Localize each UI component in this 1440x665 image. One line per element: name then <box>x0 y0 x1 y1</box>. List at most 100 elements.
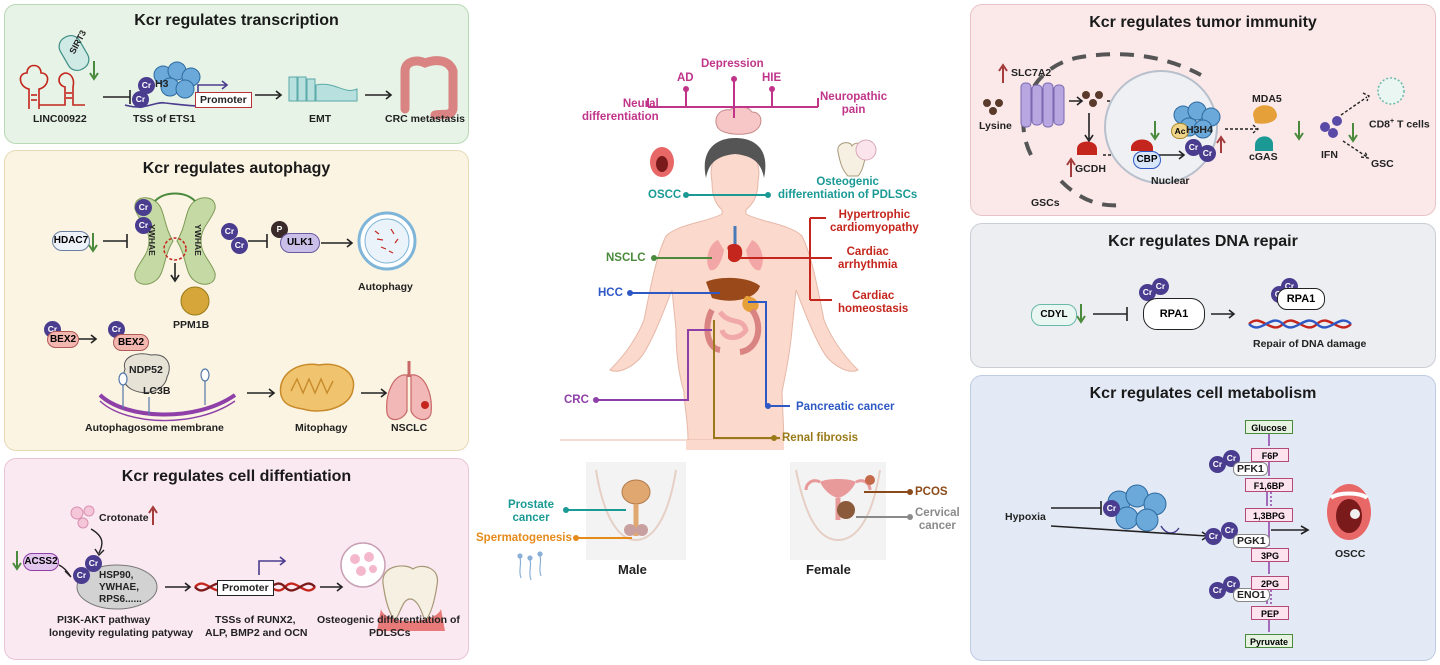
panel-dna: Kcr regulates DNA repair CDYL Cr Cr RPA1… <box>970 223 1436 368</box>
tcells-text: T cells <box>1394 118 1430 131</box>
gsc-label: GSC <box>1371 158 1394 170</box>
male-pelvis-icon <box>586 462 686 560</box>
down-arrow-icon <box>88 233 98 253</box>
tss-label: TSS of ETS1 <box>133 113 196 125</box>
hsp90-complex <box>76 564 158 610</box>
cervical-line2: cancer <box>918 520 956 532</box>
cbp-pill: CBP <box>1133 151 1161 169</box>
cr-mark: Cr <box>1185 139 1202 156</box>
inhibit-arrow <box>103 90 131 104</box>
cr-mark: Cr <box>1199 145 1216 162</box>
tooth-icon <box>837 139 877 177</box>
pi3k-label: PI3K-AKT pathway <box>57 614 151 626</box>
brain-icon <box>715 105 762 135</box>
ndp52-label: NDP52 <box>129 364 163 376</box>
lc3b-label: LC3B <box>143 385 171 397</box>
metabolite-13bpg: 1,3BPG <box>1245 508 1293 522</box>
slc7a2-label: SLC7A2 <box>1011 67 1052 79</box>
cr-mark: Cr <box>1205 528 1222 545</box>
cr-mark: Cr <box>231 237 248 254</box>
longevity-label: longevity regulating patyway <box>49 627 194 639</box>
ppm1b-label: PPM1B <box>173 319 210 331</box>
cr-mark: Cr <box>1209 582 1226 599</box>
panel-metabolism: Kcr regulates cell metabolism Hypoxia Cr… <box>970 375 1436 661</box>
eno1-label: ENO1 <box>1233 588 1270 602</box>
center-ad-label: AD <box>677 72 694 84</box>
autophagosome-membrane <box>98 393 237 417</box>
arr-line2: arrhythmia <box>838 259 898 271</box>
emt-label: EMT <box>309 113 332 125</box>
cr-mark: Cr <box>1152 278 1169 295</box>
metabolite-f16bp: F1,6BP <box>1245 478 1293 492</box>
center-hie-label: HIE <box>762 72 782 84</box>
osteo-line1: Osteogenic <box>816 176 879 188</box>
center-pancreatic-label: Pancreatic cancer <box>796 401 895 413</box>
linc-label: LINC00922 <box>33 113 87 125</box>
panel-title-differentiation: Kcr regulates cell diffentiation <box>121 468 352 485</box>
emt-cells-icon <box>288 76 358 102</box>
center-cervical-label: Cervical cancer <box>915 507 960 533</box>
cr-mark: Cr <box>1139 284 1156 301</box>
hyper-line1: Hypertrophic <box>838 209 911 221</box>
down-arrow-icon <box>1076 304 1086 324</box>
down-arrow-icon <box>1150 121 1160 141</box>
home-line1: Cardiac <box>852 290 895 302</box>
center-neuropathic-label: Neuropathic pain <box>820 91 887 117</box>
mda5-label: MDA5 <box>1252 93 1282 105</box>
sirt3-shape <box>58 34 90 72</box>
hypoxia-label: Hypoxia <box>1005 511 1046 523</box>
metabolite-f6p: F6P <box>1251 448 1289 462</box>
panel-immunity: Kcr regulates tumor immunity <box>970 4 1436 216</box>
crc-metastasis-label: CRC metastasis <box>385 113 465 125</box>
tooth-icon <box>377 565 445 631</box>
dna-helix-icon <box>1248 319 1352 329</box>
neuro-line1: Neuropathic <box>820 91 888 103</box>
cdyl-pill: CDYL <box>1031 304 1077 326</box>
gcdh-shape <box>1077 141 1097 155</box>
cr-mark: Cr <box>221 223 238 240</box>
cr-mark: Cr <box>1103 500 1120 517</box>
sperm-icon <box>517 551 543 581</box>
arr-line1: Cardiac <box>846 246 889 258</box>
cr-mark: Cr <box>132 91 149 108</box>
cr-mark: Cr <box>135 217 152 234</box>
up-arrow-icon <box>1066 157 1076 177</box>
center-nsclc-label: NSCLC <box>606 252 646 264</box>
prostate-line1: Prostate <box>508 499 555 511</box>
panel-title-transcription: Kcr regulates transcription <box>134 12 339 29</box>
promoter-box: Promoter <box>195 92 252 108</box>
metabolite-3pg: 3PG <box>1251 548 1289 562</box>
slc7a2-transporter <box>1020 82 1065 128</box>
transcription-diagram <box>19 34 458 120</box>
nucleosome-icon <box>153 61 201 99</box>
center-female-label: Female <box>806 562 851 577</box>
center-neural-label: Neural differentiation <box>582 98 659 124</box>
center-oscc-label: OSCC <box>648 189 682 201</box>
crotonate-molecules-icon <box>70 505 95 529</box>
ifn-icon <box>1320 116 1342 138</box>
cr-mark: Cr <box>1221 522 1238 539</box>
ulk1-pill: ULK1 <box>280 233 320 253</box>
center-arrhythmia-label: Cardiac arrhythmia <box>838 246 897 272</box>
panel-title-immunity: Kcr regulates tumor immunity <box>1089 14 1317 31</box>
cervical-line1: Cervical <box>915 507 960 519</box>
female-pelvis-icon <box>790 462 886 560</box>
center-osteo-label: Osteogenic differentiation of PDLSCs <box>778 176 917 202</box>
hyper-line2: cardiomyopathy <box>830 222 919 234</box>
mda5-shape <box>1253 105 1277 124</box>
mitochondrion-icon <box>279 363 355 412</box>
up-arrow-icon <box>998 63 1008 83</box>
repair-label: Repair of DNA damage <box>1253 338 1367 350</box>
cd8-text: CD8 <box>1369 118 1391 131</box>
down-arrow-icon <box>1294 121 1304 141</box>
promoter-box: Promoter <box>217 580 274 596</box>
up-arrow-icon <box>1216 135 1226 153</box>
down-arrow-icon <box>12 551 22 571</box>
center-prostate-label: Prostate cancer <box>508 499 554 525</box>
cr-mark: Cr <box>1209 456 1226 473</box>
crotonate-label: Crotonate <box>99 512 149 524</box>
membrane-label: Autophagosome membrane <box>85 422 224 434</box>
acss2-pill: ACSS2 <box>23 553 59 571</box>
cgas-label: cGAS <box>1249 151 1278 163</box>
autophagosome-icon <box>357 211 417 271</box>
